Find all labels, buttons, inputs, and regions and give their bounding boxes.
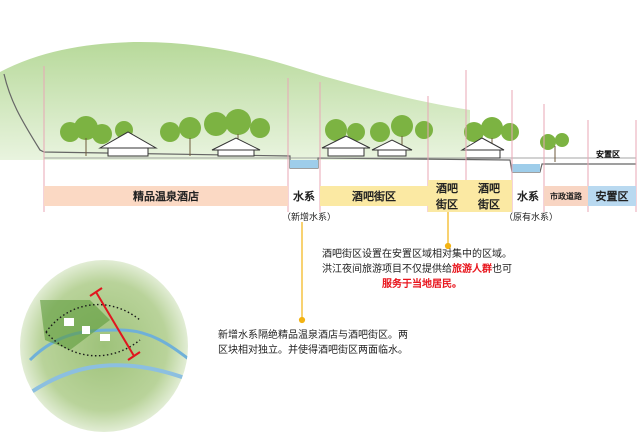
bar-street-note: 酒吧街区设置在安置区域相对集中的区域。 洪江夜间旅游项目不仅提供给旅游人群也可 … (322, 247, 622, 292)
water-note-line1: 新增水系隔绝精品温泉酒店与酒吧街区。两 (218, 330, 408, 341)
tree-group (60, 109, 569, 150)
terrain-profile (3, 73, 636, 173)
band-bar3 (466, 180, 512, 212)
label-bar-street-2-line1: 酒吧 (436, 182, 458, 195)
hotel-buildings (98, 131, 261, 157)
section-cut-tick-top (89, 287, 103, 297)
label-bar-street-1: 酒吧街区 (352, 190, 396, 203)
label-bar-street-2: 酒吧 街区 (428, 180, 466, 212)
bar-buildings (321, 135, 505, 159)
label-water-new: 水系 (293, 190, 315, 203)
bar-note-highlight-tourists: 旅游人群 (452, 264, 492, 275)
bar-note-line2b: 也可 (492, 264, 512, 275)
section-cut-tick-bottom (127, 351, 141, 361)
bar-note-line2a: 洪江夜间旅游项目不仅提供给 (322, 264, 452, 275)
bar-note-line2: 洪江夜间旅游项目不仅提供给旅游人群也可 (322, 262, 622, 277)
label-hotel: 精品温泉酒店 (133, 190, 199, 203)
label-old-water-paren: （原有水系） (504, 213, 559, 223)
site-map-detail (20, 300, 188, 402)
label-new-water-paren: （新增水系） (282, 213, 337, 223)
section-cut-line (95, 291, 135, 357)
label-bar-street-2-line2: 街区 (436, 198, 458, 211)
label-resettlement: 安置区 (595, 190, 629, 203)
label-bar-street-3-line2: 街区 (478, 198, 500, 211)
bar-note-line1: 酒吧街区设置在安置区域相对集中的区域。 (322, 249, 512, 260)
label-municipal-road: 市政道路 (550, 191, 582, 201)
label-water-old: 水系 (517, 190, 539, 203)
old-water-channel (512, 164, 540, 172)
new-water-channel (290, 160, 318, 168)
band-bar1 (320, 186, 428, 206)
bar-note-highlight-residents: 服务于当地居民。 (382, 279, 462, 290)
label-bar-street-3: 酒吧 街区 (466, 180, 512, 212)
water-note-line2: 区块相对独立。并使得酒吧街区两面临水。 (218, 345, 408, 356)
label-resettlement-top: 安置区 (596, 150, 620, 159)
band-hotel (44, 186, 288, 206)
band-road (544, 186, 588, 206)
label-bar-street-3-line1: 酒吧 (478, 182, 500, 195)
water-system-note: 新增水系隔绝精品温泉酒店与酒吧街区。两 区块相对独立。并使得酒吧街区两面临水。 (218, 328, 428, 358)
band-resettle (588, 186, 636, 206)
band-bar2 (428, 180, 466, 212)
pointer-lines (298, 212, 452, 324)
